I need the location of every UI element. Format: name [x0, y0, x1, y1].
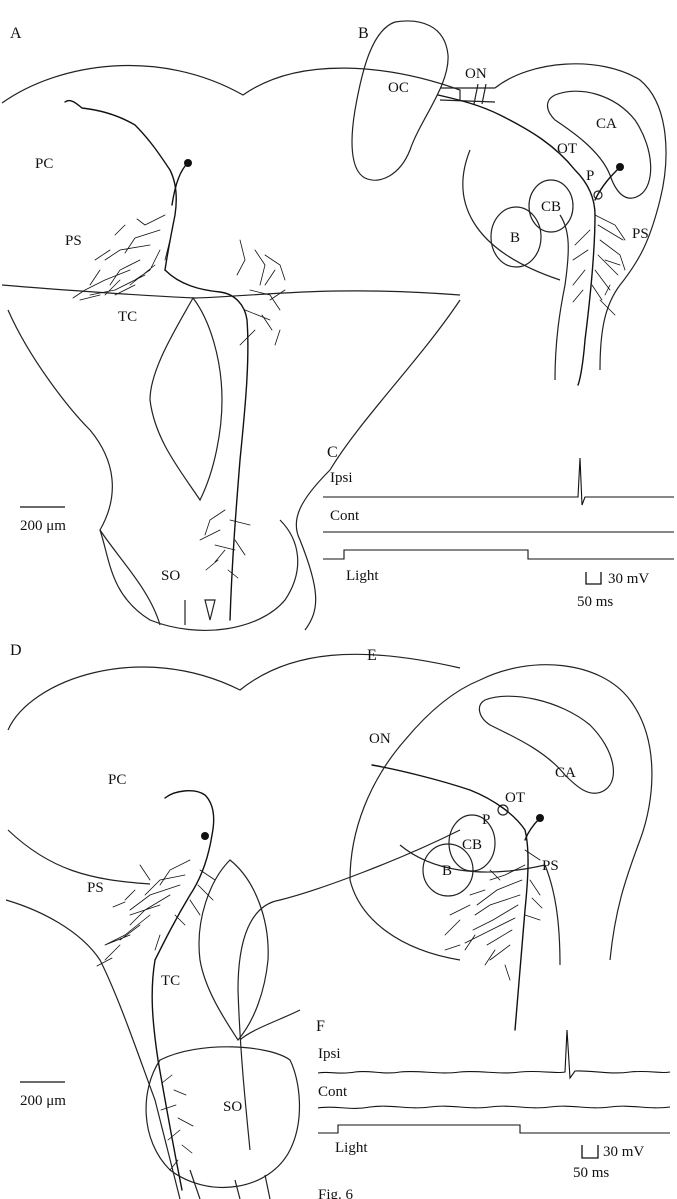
figure-caption: Fig. 6	[318, 1187, 354, 1199]
region-so: SO	[223, 1099, 242, 1115]
panel-c-letter: C	[327, 444, 338, 461]
trace-light-stimulus	[323, 550, 674, 559]
region-ps: PS	[632, 226, 649, 242]
region-b: B	[510, 230, 520, 246]
panel-f-scale-ms: 50 ms	[573, 1165, 609, 1181]
panel-b-on-connection	[440, 84, 495, 104]
region-so: SO	[161, 568, 180, 584]
trace-label-cont: Cont	[318, 1084, 348, 1100]
panel-a-brain-outline	[2, 65, 460, 630]
panel-a-lower-stalk	[185, 600, 215, 625]
region-ps: PS	[65, 233, 82, 249]
trace-label-cont: Cont	[330, 508, 360, 524]
region-pc: PC	[108, 772, 126, 788]
trace-light-stimulus	[318, 1125, 670, 1133]
panel-b-oc-lobe	[352, 21, 448, 180]
panel-e-ca-region	[479, 696, 613, 793]
panel-b: B OC ON CA OT P CB B PS	[352, 21, 666, 385]
trace-cont	[318, 1106, 670, 1108]
trace-ipsi	[318, 1030, 670, 1078]
region-tc: TC	[118, 309, 137, 325]
panel-c-scale-mv: 30 mV	[608, 571, 649, 587]
region-tc: TC	[161, 973, 180, 989]
panel-d-soma	[201, 832, 209, 840]
panel-e-letter: E	[367, 647, 377, 664]
panel-d-brain-outline	[6, 654, 460, 1199]
panel-d-neuron	[97, 791, 215, 1190]
region-p: P	[586, 168, 594, 184]
region-ot: OT	[505, 790, 525, 806]
panel-b-letter: B	[358, 25, 369, 42]
panel-c-scale-bar	[586, 572, 601, 584]
panel-e: E ON CA OT P CB B PS	[350, 647, 652, 1030]
region-ot: OT	[557, 141, 577, 157]
region-ca: CA	[555, 765, 576, 781]
region-cb: CB	[462, 837, 482, 853]
panel-a-tc-region	[150, 298, 222, 500]
stimulus-label: Light	[346, 568, 379, 584]
panel-f: F Ipsi Cont Light 30 mV 50 ms	[316, 1018, 670, 1181]
panel-a-so-region	[100, 520, 298, 630]
panel-d-letter: D	[10, 642, 22, 659]
panel-c-scale-ms: 50 ms	[577, 594, 613, 610]
trace-label-ipsi: Ipsi	[318, 1046, 341, 1062]
panel-f-letter: F	[316, 1018, 325, 1035]
region-cb: CB	[541, 199, 561, 215]
panel-f-scale-mv: 30 mV	[603, 1144, 644, 1160]
region-pc: PC	[35, 156, 53, 172]
panel-c: C Ipsi Cont Light 30 mV 50 ms	[323, 444, 674, 610]
trace-ipsi	[323, 458, 674, 505]
stimulus-label: Light	[335, 1140, 368, 1156]
panel-a: A PC PS TC SO 200 μm	[2, 25, 460, 630]
region-ps: PS	[87, 880, 104, 896]
panel-d-so-region	[146, 1047, 299, 1188]
panel-d-tc-region	[199, 860, 268, 1040]
panel-a-scale-label: 200 μm	[20, 518, 66, 534]
region-ca: CA	[596, 116, 617, 132]
region-on: ON	[465, 66, 487, 82]
region-on: ON	[369, 731, 391, 747]
region-p: P	[482, 812, 490, 828]
region-oc: OC	[388, 80, 409, 96]
panel-d-scale-label: 200 μm	[20, 1093, 66, 1109]
panel-b-neuron	[438, 95, 625, 385]
panel-f-scale-bar	[582, 1145, 598, 1158]
panel-d: D PC PS TC SO 200 μm	[6, 642, 460, 1199]
panel-a-letter: A	[10, 25, 22, 42]
trace-label-ipsi: Ipsi	[330, 470, 353, 486]
region-ps: PS	[542, 858, 559, 874]
panel-a-neuron	[65, 101, 285, 620]
region-b: B	[442, 863, 452, 879]
